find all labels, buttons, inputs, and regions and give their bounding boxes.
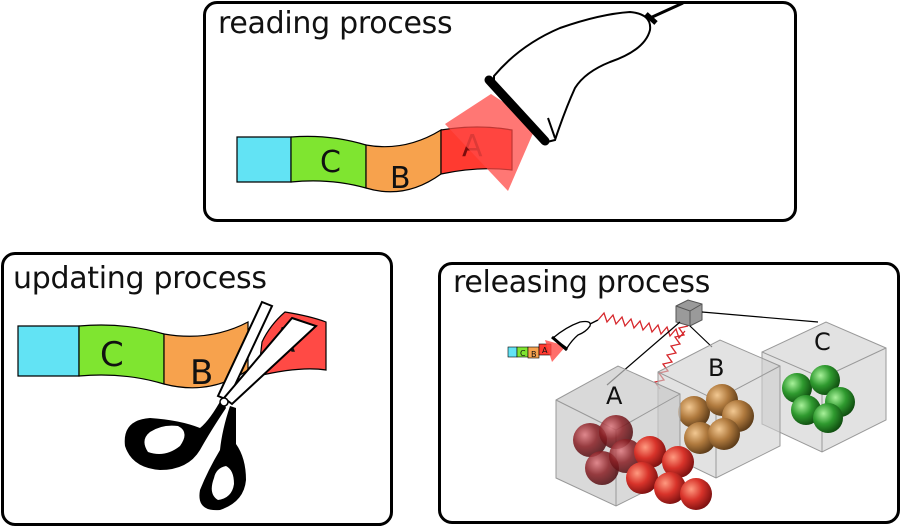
released-sphere — [680, 478, 712, 510]
released-sphere — [634, 436, 666, 468]
released-sphere — [662, 446, 694, 478]
scanner-beam — [445, 94, 537, 191]
cube-label-b: B — [708, 354, 724, 382]
updating-label-b: B — [190, 353, 213, 393]
mini-label-b: B — [531, 350, 537, 359]
mini-scanner-icon — [551, 319, 599, 352]
reading-process-title: reading process — [218, 6, 453, 41]
barcode-scanner-icon — [484, 1, 684, 146]
reading-label-c: C — [320, 145, 341, 180]
mini-label-c: C — [520, 349, 526, 358]
released-sphere — [654, 472, 686, 504]
scissors-icon — [124, 300, 318, 511]
releasing-process-title: releasing process — [453, 265, 711, 300]
updating-label-c: C — [100, 335, 124, 375]
cube-a: A — [555, 365, 712, 510]
cube-label-c: C — [814, 328, 831, 356]
mini-label-a: A — [542, 346, 548, 355]
hub-cube-icon — [675, 299, 703, 327]
updating-process-title: updating process — [13, 261, 267, 296]
updating-process-panel: updating process — [1, 252, 393, 526]
tape-segment-cyan — [236, 136, 292, 183]
cube-label-a: A — [606, 382, 623, 410]
cube-c: C — [761, 321, 887, 453]
reading-process-panel: reading process — [203, 1, 797, 222]
tape-segment-cyan — [17, 325, 80, 377]
released-sphere — [626, 462, 658, 494]
cube-b: B — [657, 339, 781, 479]
reading-label-b: B — [390, 161, 411, 196]
